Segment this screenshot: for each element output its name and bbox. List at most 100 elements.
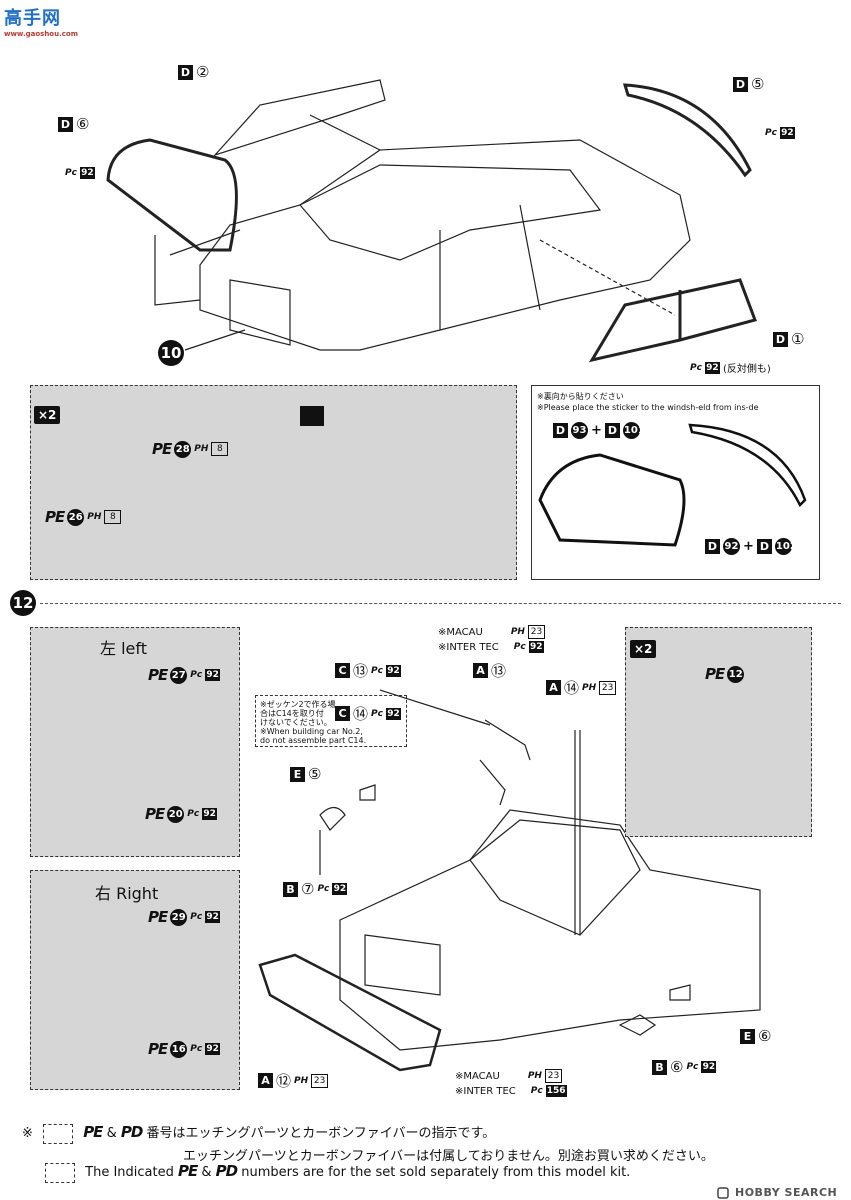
pd-text: PD: [215, 1162, 238, 1180]
letter-badge: C: [335, 663, 350, 678]
sticker-instruction-box: [531, 385, 820, 580]
pc-number: 92: [704, 361, 720, 374]
label-pe26: PE 26 PH 8: [45, 508, 122, 526]
step-number-12: 12: [10, 590, 36, 616]
pc-text: Pc: [65, 168, 77, 178]
pc-text: Pc: [371, 708, 383, 719]
label-pe16: PE 16 Pc 92: [148, 1040, 221, 1058]
right-panel-title: 右 Right: [95, 884, 159, 903]
pc-number: 92: [202, 808, 218, 820]
label-d6: D ⑥: [58, 115, 89, 133]
letter-badge: D: [705, 539, 720, 554]
label-pe29: PE 29 Pc 92: [148, 908, 221, 926]
step-number-10: 10: [158, 340, 184, 366]
pc-text: Pc: [187, 809, 200, 819]
letter-badge: D: [773, 331, 788, 347]
part-number: ⑤: [751, 75, 765, 93]
letter-badge: B: [652, 1059, 667, 1075]
part-number: ②: [196, 63, 210, 81]
letter-badge: D: [178, 64, 193, 80]
label-macau-top: ※MACAU PH 23: [438, 625, 545, 639]
quantity-badge: ×2: [630, 640, 657, 658]
ampersand: &: [201, 1165, 212, 1180]
ph-text: PH: [510, 627, 525, 637]
part-number: ⑦: [301, 880, 315, 898]
pc-number: 92: [205, 1043, 221, 1055]
part-number: ⑬: [353, 662, 369, 680]
label-b6: B ⑥ Pc 92: [652, 1058, 717, 1076]
build-note-en1: ※When building car No.2,: [260, 727, 363, 736]
pe-number: 26: [67, 508, 85, 526]
label-b7: B ⑦ Pc 92: [283, 880, 348, 898]
ph-number: 8: [211, 442, 229, 456]
letter-badge: A: [473, 663, 488, 678]
sticker-note-jp: ※裏向から貼りください: [537, 392, 624, 401]
part-number: ⑭: [353, 705, 369, 723]
sticker-note-en: ※Please place the sticker to the windsh-…: [537, 403, 759, 412]
part-number: ⑫: [276, 1072, 292, 1090]
pc-text: Pc: [765, 128, 777, 138]
build-note-box: [255, 695, 407, 747]
letter-badge: E: [740, 1028, 755, 1044]
letter-badge: C: [335, 706, 350, 721]
variant-name: ※INTER TEC: [438, 641, 499, 653]
label-e6: E ⑥: [740, 1027, 771, 1045]
right-wiper-panel: [30, 870, 240, 1090]
pc-number: 92: [385, 707, 401, 720]
pc-number: 92: [701, 1061, 717, 1073]
label-pe27: PE 27 Pc 92: [148, 666, 221, 684]
letter-badge: D: [756, 539, 772, 554]
ph-text: PH: [87, 512, 102, 522]
logo-url: www.gaoshou.com: [4, 30, 79, 38]
decal-number: 102: [774, 538, 797, 555]
pc-number: 92: [779, 127, 795, 139]
footer-mark: ※: [22, 1126, 33, 1141]
pc-number: 92: [79, 167, 95, 179]
logo-text: 高手网: [4, 8, 61, 29]
part-number: ⑥: [758, 1027, 772, 1045]
pc-text: Pc: [190, 912, 203, 922]
letter-badge: D: [58, 116, 73, 132]
pe-text: PE: [152, 440, 172, 458]
letter-badge: D: [604, 423, 620, 438]
pe-text: PE: [145, 805, 165, 823]
pe-number: 29: [170, 908, 188, 926]
pe-number: 28: [174, 440, 192, 458]
pc-text: Pc: [513, 642, 526, 652]
part-number: ⑤: [308, 765, 322, 783]
label-pe12: PE 12: [705, 665, 745, 683]
ph-text: PH: [582, 682, 597, 693]
pe-text: PE: [45, 508, 65, 526]
letter-badge: A: [546, 680, 561, 695]
footer-prefix: The Indicated: [85, 1165, 174, 1180]
pe-number: 12: [727, 665, 745, 683]
pd-text: PD: [120, 1123, 143, 1141]
label-pe20: PE 20 Pc 92: [145, 805, 218, 823]
pc-text: Pc: [190, 670, 203, 680]
ph-number: 23: [544, 1069, 562, 1083]
pc-number: 92: [385, 664, 401, 677]
letter-badge: B: [283, 881, 298, 897]
part-number: ①: [791, 330, 805, 348]
ph-text: PH: [194, 444, 209, 454]
pc-number: 92: [528, 641, 544, 653]
variant-name: ※MACAU: [438, 626, 483, 638]
footer-text-1: 番号はエッチングパーツとカーボンファイバーの指示です。: [146, 1126, 496, 1141]
label-c14: C ⑭ Pc 92: [335, 703, 401, 724]
pc-text: Pc: [190, 1044, 203, 1054]
letter-badge: E: [290, 766, 305, 782]
ph-number: 23: [527, 625, 545, 639]
letter-badge: A: [258, 1073, 273, 1088]
plus-sign: +: [591, 423, 602, 438]
pe-number: 27: [170, 666, 188, 684]
decal-number: 92: [723, 538, 740, 555]
left-panel-title: 左 left: [100, 639, 148, 658]
label-pe28: PE 28 PH 8: [152, 440, 229, 458]
ph-number: 8: [104, 510, 122, 524]
plus-sign: +: [743, 539, 754, 554]
pe-text: PE: [178, 1162, 198, 1180]
label-pc92-d6: Pc 92: [65, 167, 95, 179]
label-pc92-d1: Pc 92 (反対側も): [690, 360, 771, 375]
pe-text: PE: [148, 1040, 168, 1058]
pc-text: Pc: [371, 665, 383, 676]
